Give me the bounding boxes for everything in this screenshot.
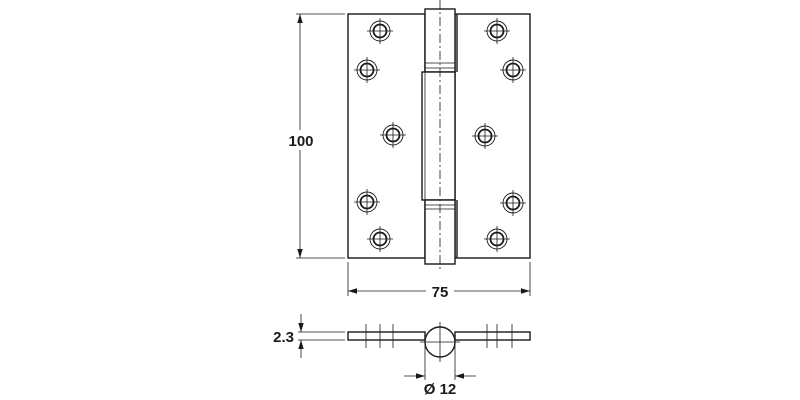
knuckle-top	[424, 8, 458, 73]
knuckle-middle	[421, 71, 456, 201]
front-view	[347, 0, 531, 272]
thickness-dimension: 2.3	[273, 314, 345, 358]
screw-hole-icon	[500, 190, 526, 216]
screw-hole-icon	[472, 123, 498, 149]
screw-holes	[354, 18, 526, 252]
screw-hole-icon	[500, 57, 526, 83]
screw-hole-icon	[354, 189, 380, 215]
screw-hole-icon	[367, 18, 393, 44]
screw-hole-icon	[380, 122, 406, 148]
height-dimension: 100	[284, 13, 345, 259]
screw-hole-icon	[367, 226, 393, 252]
width-dimension: 75	[347, 262, 531, 301]
height-label: 100	[288, 133, 313, 150]
end-view	[347, 322, 531, 362]
diameter-label: Ø 12	[424, 381, 457, 398]
width-label: 75	[432, 284, 449, 301]
screw-hole-icon	[484, 226, 510, 252]
thickness-label: 2.3	[273, 329, 294, 346]
knuckle-bottom	[424, 199, 458, 265]
diameter-dimension: Ø 12	[404, 344, 476, 398]
screw-hole-icon	[484, 18, 510, 44]
screw-hole-icon	[354, 57, 380, 83]
